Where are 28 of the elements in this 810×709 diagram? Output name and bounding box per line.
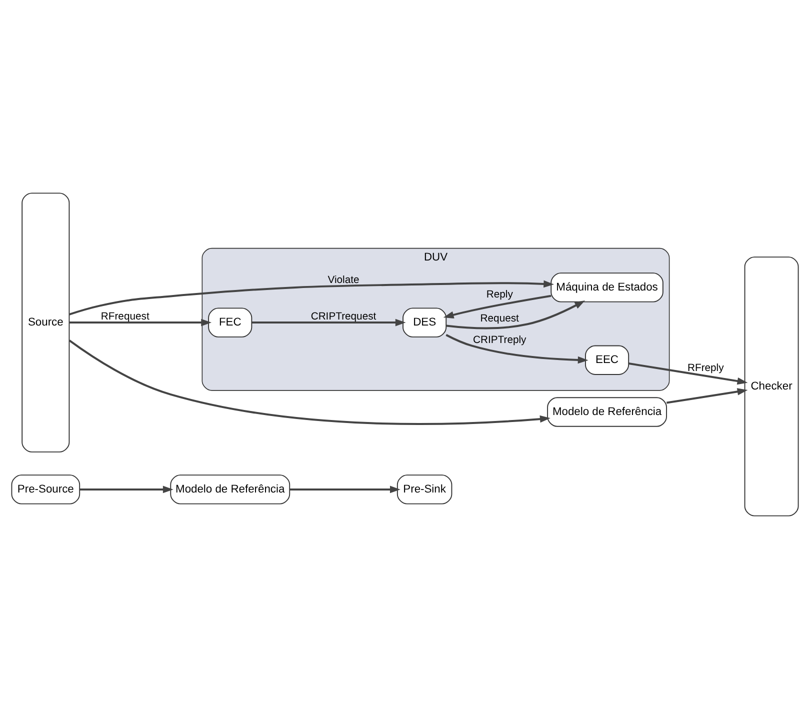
- edge-label: CRIPTreply: [473, 334, 526, 346]
- node-box: Checker: [744, 256, 799, 516]
- arrow: [68, 280, 554, 316]
- arrow: [446, 334, 588, 364]
- edge-label: Reply: [486, 289, 513, 300]
- node-box: DES: [402, 308, 447, 338]
- edge-label: Request: [480, 313, 519, 324]
- arrow: [69, 318, 212, 326]
- node-box: Modelo de Referência: [170, 474, 290, 504]
- arrow: [446, 300, 586, 330]
- node-box: Source: [22, 192, 70, 452]
- edge-label: RFrequest: [100, 312, 150, 323]
- node-box: Máquina de Estados: [550, 272, 664, 302]
- arrow: [666, 388, 748, 404]
- arrow: [252, 318, 406, 326]
- arrow: [68, 340, 550, 425]
- node-box: FEC: [208, 308, 252, 338]
- node-box: Modelo de Referência: [547, 397, 667, 427]
- edge-label: CRIPTrequest: [310, 312, 376, 323]
- edge-label: RFreply: [687, 362, 724, 374]
- node-box: EEC: [585, 345, 630, 375]
- arrow: [628, 362, 748, 385]
- node-box: Pre-Source: [11, 474, 80, 504]
- arrow: [290, 486, 400, 494]
- edge-label: Violate: [328, 274, 360, 286]
- arrow: [443, 294, 552, 318]
- node-box: Pre-Sink: [396, 474, 452, 504]
- arrow: [80, 486, 174, 494]
